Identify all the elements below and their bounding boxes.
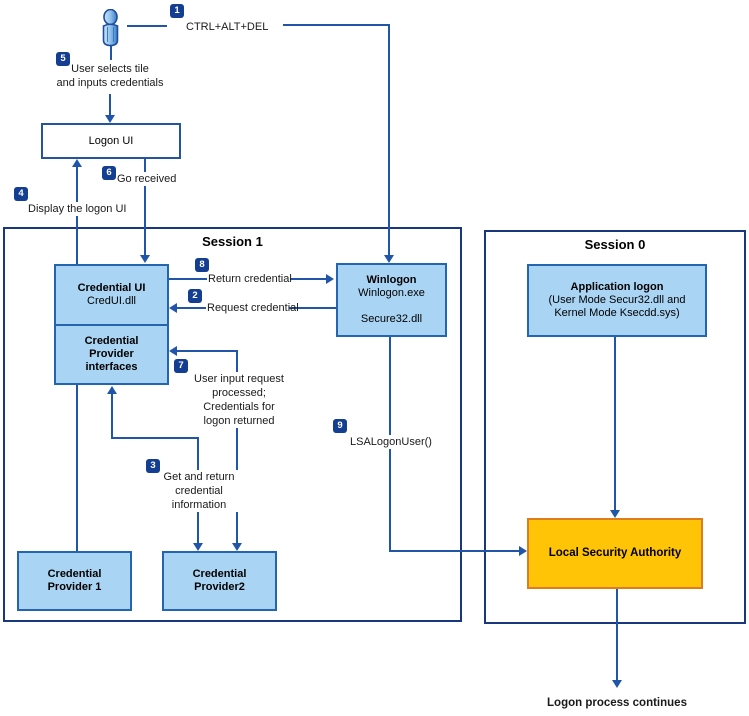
go-received-label: Go received bbox=[115, 172, 179, 186]
step-badge-3: 3 bbox=[146, 459, 160, 473]
winlogon-title: Winlogon bbox=[366, 274, 417, 286]
arrowhead-request-into-credui bbox=[169, 303, 177, 313]
application-logon-body: (User Mode Secur32.dll and Kernel Mode K… bbox=[548, 294, 686, 319]
session1-container bbox=[3, 227, 462, 622]
line-lsa-down bbox=[616, 589, 618, 680]
line-step3-horizontal bbox=[111, 437, 199, 439]
arrowhead-into-lsa-top bbox=[610, 510, 620, 518]
credential-provider-1-box: Credential Provider 1 bbox=[17, 551, 132, 611]
arrowhead-step3-into-provider2 bbox=[193, 543, 203, 551]
step-badge-2: 2 bbox=[188, 289, 202, 303]
local-security-authority-box: Local Security Authority bbox=[527, 518, 703, 589]
user-person-icon bbox=[102, 9, 119, 47]
line-return-credential-stub bbox=[169, 278, 207, 280]
arrowhead-logon-continues bbox=[612, 680, 622, 688]
arrowhead-into-credential-ui bbox=[140, 255, 150, 263]
line-request-credential-stub bbox=[177, 307, 206, 309]
line-user-to-ctrl bbox=[127, 25, 167, 27]
arrowhead-into-logon-ui-bottom bbox=[72, 159, 82, 167]
credential-provider-2-title: Credential Provider2 bbox=[192, 568, 247, 593]
line-step7-horizontal bbox=[177, 350, 238, 352]
logon-ui-box: Logon UI bbox=[41, 123, 181, 159]
step-badge-4: 4 bbox=[14, 187, 28, 201]
line-step3-vertical-1 bbox=[111, 394, 113, 438]
credential-provider-2-box: Credential Provider2 bbox=[162, 551, 277, 611]
session0-title: Session 0 bbox=[584, 237, 646, 252]
arrowhead-step7-into-interfaces bbox=[169, 346, 177, 356]
arrowhead-return-into-winlogon bbox=[326, 274, 334, 284]
arrowhead-into-logon-ui bbox=[105, 115, 115, 123]
line-lsalogonuser-to-lsa bbox=[389, 550, 519, 552]
arrowhead-into-lsa-left bbox=[519, 546, 527, 556]
get-and-return-label: Get and return credential information bbox=[147, 470, 251, 512]
credential-provider-interfaces-section: Credential Provider interfaces bbox=[56, 324, 167, 383]
step-badge-8: 8 bbox=[195, 258, 209, 272]
local-security-authority-title: Local Security Authority bbox=[548, 547, 682, 559]
line-applogon-to-lsa bbox=[614, 337, 616, 510]
application-logon-title: Application logon bbox=[570, 281, 664, 293]
line-ctrl-horizontal bbox=[283, 24, 389, 26]
arrowhead-into-winlogon-top bbox=[384, 255, 394, 263]
logon-ui-label: Logon UI bbox=[88, 134, 134, 147]
lsalogonuser-label: LSALogonUser() bbox=[348, 435, 434, 449]
user-selects-label: User selects tile and inputs credentials bbox=[56, 63, 164, 89]
winlogon-body: Winlogon.exe Secure32.dll bbox=[358, 287, 425, 325]
line-request-credential bbox=[289, 307, 336, 309]
line-interfaces-to-provider1 bbox=[76, 385, 78, 551]
line-go-received bbox=[144, 159, 146, 255]
arrowhead-step3-into-interfaces bbox=[107, 386, 117, 394]
return-credential-label: Return credential bbox=[208, 273, 292, 285]
user-input-request-label: User input request processed; Credential… bbox=[177, 372, 301, 428]
line-return-credential bbox=[290, 278, 326, 280]
display-logon-ui-label: Display the logon UI bbox=[26, 202, 129, 216]
logon-process-continues-label: Logon process continues bbox=[547, 697, 687, 709]
line-ctrl-to-winlogon bbox=[388, 24, 390, 255]
credential-ui-section: Credential UI CredUI.dll bbox=[56, 266, 167, 324]
step-badge-5: 5 bbox=[56, 52, 70, 66]
request-credential-label: Request credential bbox=[207, 302, 299, 314]
step-badge-7: 7 bbox=[174, 359, 188, 373]
session1-title: Session 1 bbox=[202, 234, 263, 249]
line-user-down-2 bbox=[109, 94, 111, 115]
line-user-down-1 bbox=[110, 46, 112, 60]
step-badge-1: 1 bbox=[170, 4, 184, 18]
arrowhead-step7-into-provider2 bbox=[232, 543, 242, 551]
winlogon-box: Winlogon Winlogon.exe Secure32.dll bbox=[336, 263, 447, 337]
credential-ui-dll: CredUI.dll bbox=[87, 295, 136, 307]
session0-container bbox=[484, 230, 746, 624]
application-logon-box: Application logon (User Mode Secur32.dll… bbox=[527, 264, 707, 337]
step-badge-6: 6 bbox=[102, 166, 116, 180]
credential-ui-box: Credential UI CredUI.dll Credential Prov… bbox=[54, 264, 169, 385]
credential-ui-title: Credential UI bbox=[77, 282, 146, 294]
ctrl-alt-del-label: CTRL+ALT+DEL bbox=[186, 21, 269, 33]
credential-provider-1-title: Credential Provider 1 bbox=[47, 568, 102, 593]
credential-provider-interfaces-title: Credential Provider interfaces bbox=[84, 335, 139, 373]
step-badge-9: 9 bbox=[333, 419, 347, 433]
line-step7-vertical bbox=[236, 350, 238, 543]
